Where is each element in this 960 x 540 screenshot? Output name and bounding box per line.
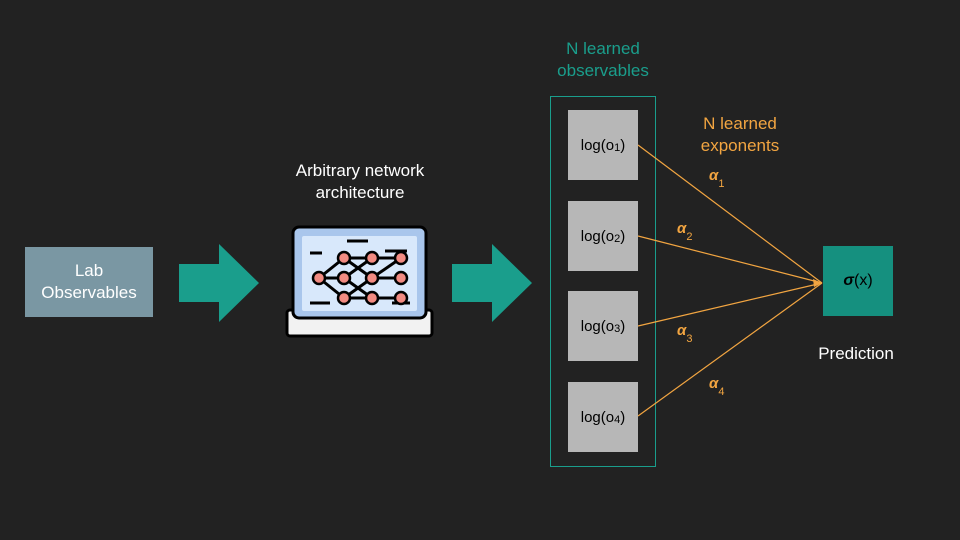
network-caption-line1: Arbitrary network [295,161,425,180]
connection-line-3 [637,282,823,327]
connection-arrowhead [813,279,822,287]
observables-title-line1: N learned [566,39,640,58]
neural-network-laptop-icon [285,225,434,338]
exponents-title-line2: exponents [700,136,780,155]
lab-observables-line2: Observables [41,283,137,302]
connection-line-2 [637,235,823,284]
flow-arrow-1 [179,244,259,322]
connection-line-1 [637,144,823,284]
observables-container [550,96,656,467]
lab-observables-line1: Lab [74,261,104,280]
exponents-title: N learned exponents [680,113,800,157]
exponent-label-3: α3 [677,322,693,345]
sigma-symbol: σ [843,272,854,289]
network-caption: Arbitrary network architecture [270,160,450,204]
connection-line-4 [637,282,823,417]
observables-title: N learned observables [530,38,676,82]
exponents-title-line1: N learned [703,114,777,133]
flow-arrow-2 [452,244,532,322]
lab-observables-box: Lab Observables [25,247,153,317]
exponent-connections [637,144,823,417]
network-caption-line2: architecture [315,183,405,202]
prediction-label: Prediction [818,344,894,363]
observables-title-line2: observables [557,61,649,80]
exponent-label-4: α4 [709,375,725,398]
exponent-label-2: α2 [677,220,693,243]
prediction-box: σ(x) [823,246,893,316]
sigma-argument: (x) [853,272,873,289]
exponent-label-1: α1 [709,167,725,190]
